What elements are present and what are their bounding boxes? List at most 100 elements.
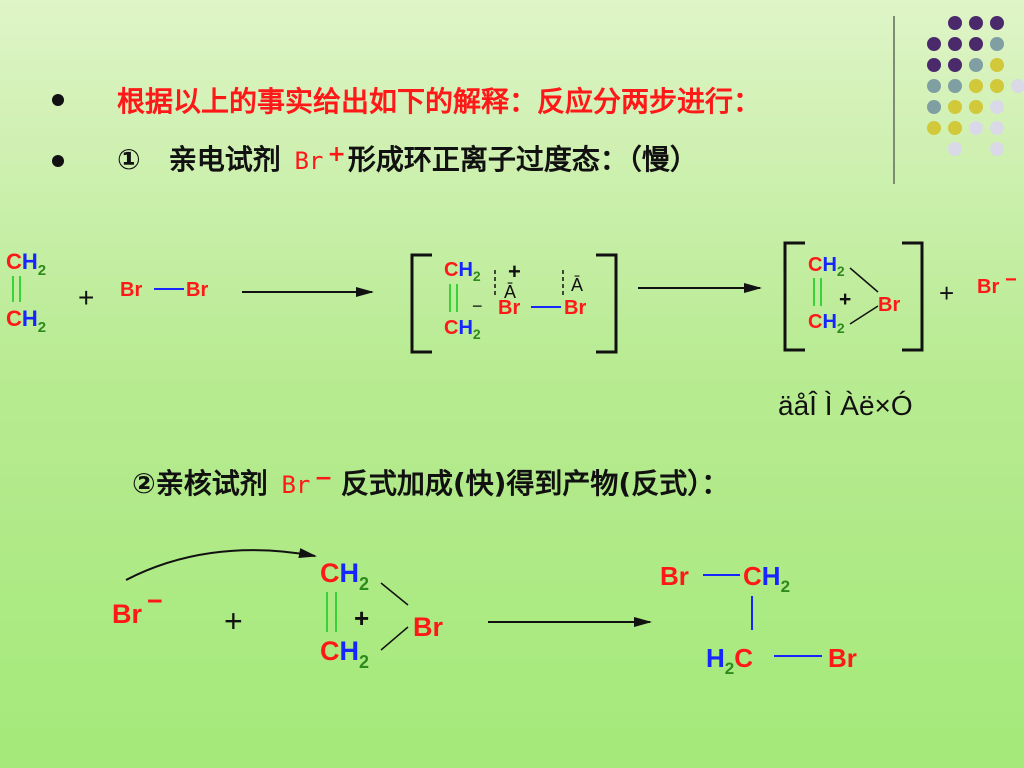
product-top-h: H [762, 561, 781, 591]
svg-text:CH2: CH2 [444, 317, 481, 342]
product-top-sub: 2 [781, 577, 790, 596]
reaction2-plus: + [224, 603, 243, 639]
ts1-top-c: C [444, 259, 458, 281]
reactant-bottom-c: C [6, 306, 22, 331]
svg-text:CH2: CH2 [743, 561, 790, 596]
step-1-heading: ① 亲电试剂 Br+形成环正离子过度态：（慢） [117, 138, 698, 178]
ethylene-reactant: CH2 CH2 [6, 249, 46, 336]
ts1-bottom-c: C [444, 317, 458, 339]
svg-text:H2C: H2C [706, 643, 753, 678]
int-plus: + [354, 603, 369, 633]
ts1-minus: − [472, 296, 483, 316]
ts1-a1: Ā [504, 282, 516, 302]
pi-complex-bracket: CH2 CH2 + − Ā Ā Br Br [410, 253, 618, 354]
grid-dot [927, 79, 941, 93]
ts1-bottom-h: H [458, 317, 472, 339]
grid-dot [990, 79, 1004, 93]
bromine-right: Br [186, 279, 208, 301]
svg-text:CH2: CH2 [320, 636, 369, 672]
int-top-c: C [320, 558, 340, 588]
bromine-left: Br [120, 279, 142, 301]
product-br-bottom: Br [828, 643, 857, 673]
ts2-top-c: C [808, 254, 822, 276]
grid-dot [948, 79, 962, 93]
step-1-suffix: 形成环正离子过度态：（慢） [347, 143, 698, 176]
reaction1-plus-2: + [939, 278, 954, 308]
ts1-br-left: Br [498, 297, 520, 319]
ts2-bottom-h: H [822, 311, 836, 333]
ts2-bottom-sub: 2 [837, 320, 845, 336]
reactant-bottom-sub: 2 [38, 319, 46, 336]
svg-text:CH2: CH2 [808, 254, 845, 279]
reaction1-plus: + [78, 282, 94, 313]
decorative-dot-grid [906, 16, 1024, 166]
bromonium-reagent: Br [294, 147, 324, 175]
int-br: Br [413, 612, 443, 642]
grid-dot [927, 100, 941, 114]
grid-dot [969, 16, 983, 30]
bromide-ion-top: Br [977, 276, 999, 298]
ts2-br: Br [878, 294, 900, 316]
nucleophile-charge: − [314, 466, 333, 491]
ts2-plus: + [839, 288, 851, 311]
product-bottom-h: H [706, 643, 725, 673]
explanation-heading: 根据以上的事实给出如下的解释：反应分两步进行： [117, 85, 762, 118]
ts2-top-sub: 2 [837, 263, 845, 279]
svg-text:CH2: CH2 [444, 259, 481, 284]
svg-text:CH2: CH2 [6, 306, 46, 336]
grid-dot [990, 16, 1004, 30]
ts1-br-right: Br [564, 297, 586, 319]
grid-dot [948, 58, 962, 72]
int-top-h: H [340, 558, 360, 588]
int-bottom-c: C [320, 636, 340, 666]
grid-dot [969, 121, 983, 135]
ts1-a2: Ā [571, 275, 583, 295]
ts2-top-h: H [822, 254, 836, 276]
reagent-charge: + [327, 142, 346, 167]
grid-dot [990, 121, 1004, 135]
product-br-top: Br [660, 561, 689, 591]
grid-dot [948, 37, 962, 51]
bromine-molecule: Br Br [120, 279, 208, 301]
grid-dot [969, 100, 983, 114]
grid-dot [948, 121, 962, 135]
ts1-bottom-sub: 2 [473, 326, 481, 342]
grid-dot [990, 37, 1004, 51]
grid-dot [948, 100, 962, 114]
bromide-ion-bottom-charge: − [147, 586, 163, 616]
bromonium-intermediate: CH2 CH2 + Br [783, 241, 924, 352]
nucleophile-reagent: Br [281, 471, 311, 499]
vertical-divider [893, 16, 895, 184]
nucleophilic-attack-arrow [125, 548, 317, 581]
grid-dot [948, 142, 962, 156]
garbled-caption: äåÎ Ì Àë×Ó [778, 390, 913, 421]
bromide-ion-top-charge: − [1005, 269, 1017, 291]
reactant-bottom-h: H [22, 306, 38, 331]
grid-dot [969, 37, 983, 51]
grid-dot [969, 79, 983, 93]
grid-dot [990, 58, 1004, 72]
ts1-plus: + [508, 259, 521, 284]
int-bottom-sub: 2 [359, 652, 369, 672]
reactant-top-h: H [22, 249, 38, 274]
step-2-prefix: ②亲核试剂 [132, 467, 268, 500]
bullet-2 [52, 155, 64, 167]
int-bottom-h: H [340, 636, 360, 666]
grid-dot [1011, 79, 1024, 93]
grid-dot [927, 58, 941, 72]
grid-dot [948, 16, 962, 30]
ts1-top-sub: 2 [473, 268, 481, 284]
grid-dot [990, 142, 1004, 156]
svg-text:CH2: CH2 [808, 311, 845, 336]
svg-text:CH2: CH2 [6, 249, 46, 279]
grid-dot [990, 100, 1004, 114]
grid-dot [927, 121, 941, 135]
bullet-1 [52, 94, 64, 106]
ts2-bottom-c: C [808, 311, 822, 333]
step-1-prefix: ① 亲电试剂 [117, 143, 281, 176]
product-bottom-sub: 2 [725, 659, 734, 678]
bromide-ion-bottom: Br [112, 599, 142, 629]
bromonium-ion-reaction2: CH2 CH2 + Br [320, 558, 443, 672]
grid-dot [927, 37, 941, 51]
